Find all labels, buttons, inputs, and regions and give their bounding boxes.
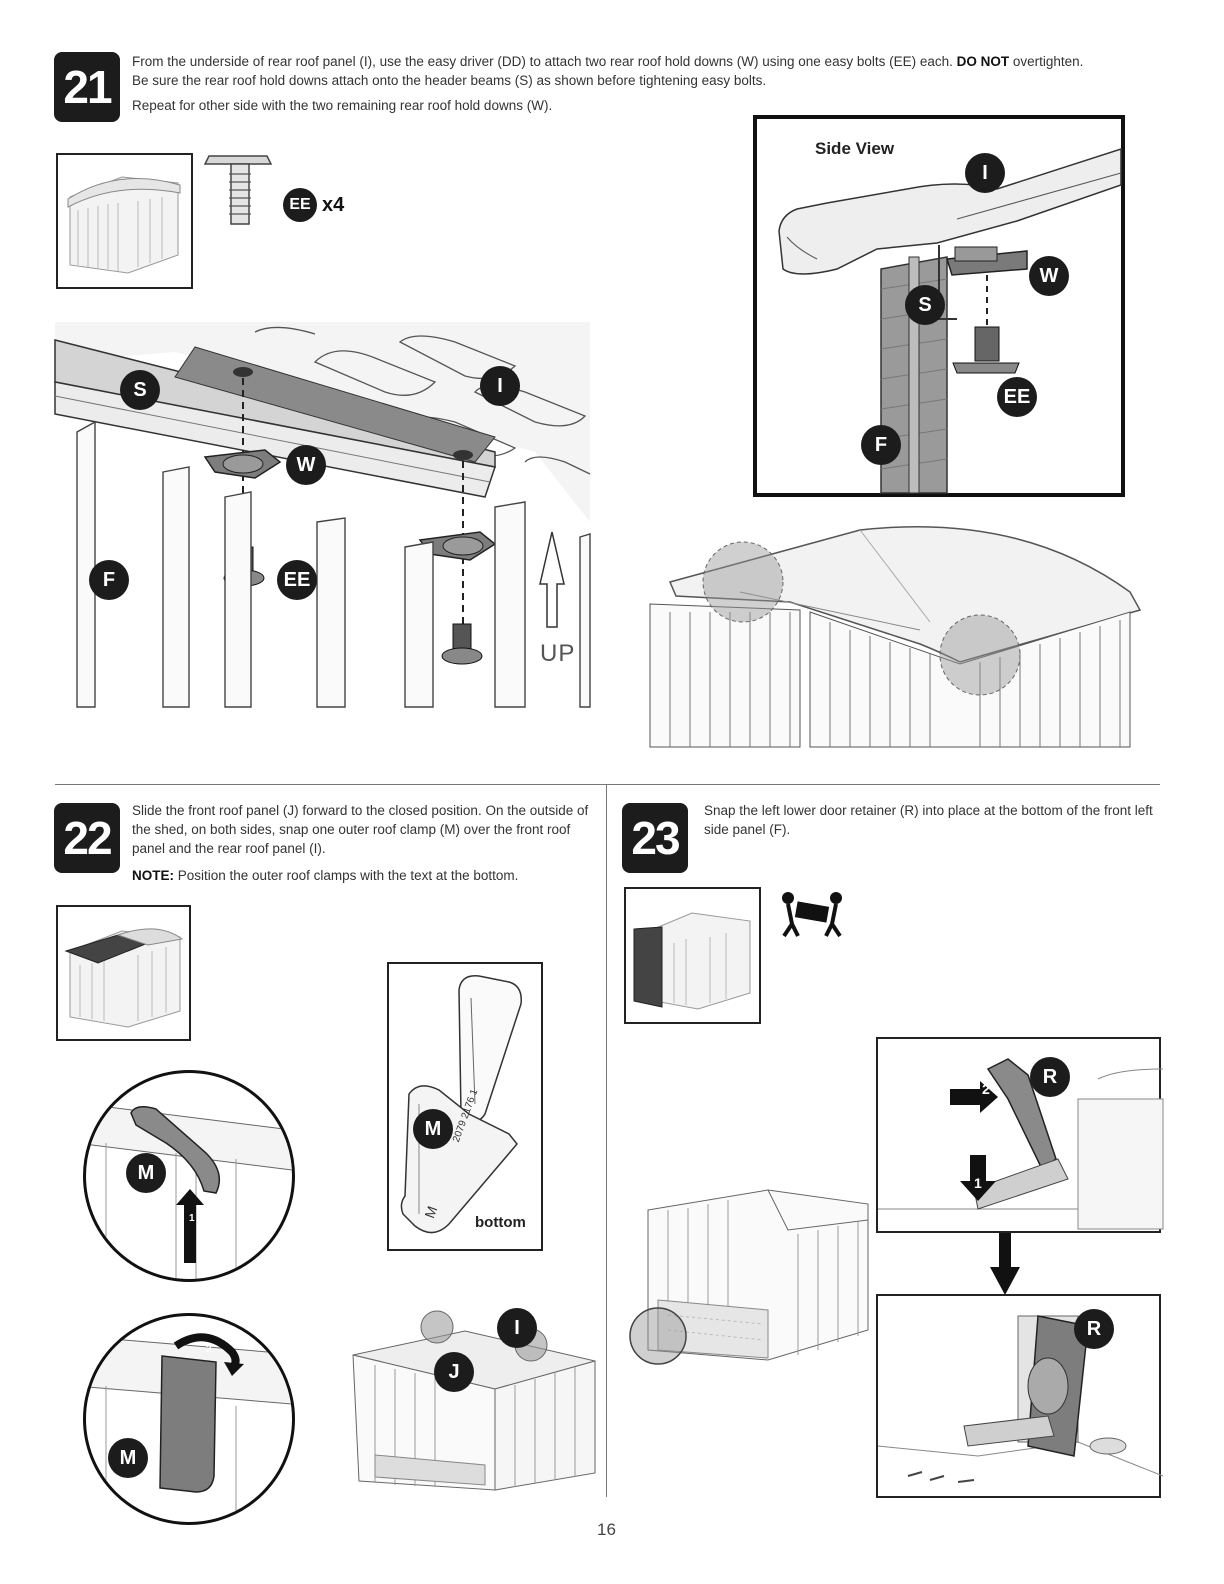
- step-22-thumbnail: [56, 905, 191, 1041]
- side-view-title: Side View: [815, 139, 895, 158]
- arrow-1-label: 1: [189, 1213, 195, 1224]
- clamp-label-m-2: M: [108, 1438, 148, 1478]
- step-23-instructions: Snap the left lower door retainer (R) in…: [704, 803, 1153, 837]
- label-ee: EE: [277, 560, 317, 600]
- side-label-w: W: [1029, 256, 1069, 296]
- clamp-install-step-1: [86, 1103, 292, 1279]
- side-label-f: F: [861, 425, 901, 465]
- easy-bolt-icon: [203, 155, 273, 225]
- part-quantity: x4: [322, 194, 345, 216]
- clamp-label-m-1: M: [126, 1153, 166, 1193]
- step-21-number: 21: [54, 52, 120, 122]
- side-label-s: S: [905, 285, 945, 325]
- up-label: UP: [540, 640, 576, 667]
- step-21-instructions: From the underside of rear roof panel (I…: [132, 52, 1142, 115]
- retainer-detail-box-2: [876, 1294, 1164, 1498]
- retainer-label-r-2: R: [1074, 1309, 1114, 1349]
- step-21-line-1: From the underside of rear roof panel (I…: [132, 52, 1142, 71]
- shed-thumbnail-illustration: [64, 928, 184, 1028]
- clamp-orientation-box: 2079 2176 1 M bottom: [387, 962, 543, 1251]
- roof-hold-down-illustration: [54, 322, 591, 708]
- retainer-installed-illustration: [877, 1315, 1164, 1483]
- side-label-i: I: [965, 153, 1005, 193]
- overview-label-j: J: [434, 1352, 474, 1392]
- step-21-thumbnail: [56, 153, 193, 289]
- step-22-number: 22: [54, 803, 120, 873]
- label-i: I: [480, 366, 520, 406]
- retainer-arrow-1-label: 1: [974, 1175, 982, 1191]
- note-label: NOTE:: [132, 868, 174, 883]
- step-22-note: NOTE: Position the outer roof clamps wit…: [132, 866, 602, 885]
- step-21-line-1-text: From the underside of rear roof panel (I…: [132, 54, 957, 69]
- column-divider: [606, 785, 607, 1497]
- clamp-detail-circle-1: 1: [83, 1070, 295, 1282]
- overview-label-i: I: [497, 1308, 537, 1348]
- step-22-instructions: Slide the front roof panel (J) forward t…: [132, 801, 602, 885]
- part-badge-ee: EE: [283, 188, 317, 222]
- step-23-number: 23: [622, 803, 688, 873]
- note-text: Position the outer roof clamps with the …: [174, 868, 519, 883]
- page-number: 16: [597, 1520, 616, 1539]
- clamp-detail-circle-2: 2: [83, 1313, 295, 1525]
- label-f: F: [89, 560, 129, 600]
- clamp-box-label-m: M: [413, 1109, 453, 1149]
- side-label-ee: EE: [997, 377, 1037, 417]
- two-person-lift-icon: [782, 892, 842, 938]
- step-21-warning: DO NOT: [956, 54, 1010, 69]
- step-21-line-2: Be sure the rear roof hold downs attach …: [132, 73, 767, 88]
- shed-roof-overview: [649, 525, 1142, 748]
- down-arrow: [990, 1233, 1020, 1295]
- retainer-label-r-1: R: [1030, 1057, 1070, 1097]
- shed-thumbnail-illustration: [633, 912, 751, 1010]
- label-s: S: [120, 370, 160, 410]
- clamp-bottom-label: bottom: [475, 1214, 526, 1231]
- section-divider: [55, 784, 1160, 785]
- retainer-arrow-2-label: 2: [982, 1081, 990, 1097]
- side-view-box: Side View I W S EE F: [753, 115, 1125, 497]
- retainer-detail-box-1: 2 1: [876, 1037, 1164, 1233]
- step-21-line-1-end: overtighten.: [1009, 54, 1084, 69]
- step-21-line-3: Repeat for other side with the two remai…: [132, 98, 553, 113]
- clamp-install-step-2: [86, 1333, 292, 1522]
- step-23-thumbnail: [624, 887, 761, 1024]
- shed-front-overview: [352, 1310, 596, 1491]
- step-22-text: Slide the front roof panel (J) forward t…: [132, 803, 589, 856]
- retainer-insert-illustration: [878, 1058, 1164, 1230]
- shed-door-overview: [629, 1189, 869, 1365]
- arrow-2-label: 2: [206, 1344, 212, 1355]
- shed-thumbnail-illustration: [67, 176, 181, 274]
- label-w: W: [286, 445, 326, 485]
